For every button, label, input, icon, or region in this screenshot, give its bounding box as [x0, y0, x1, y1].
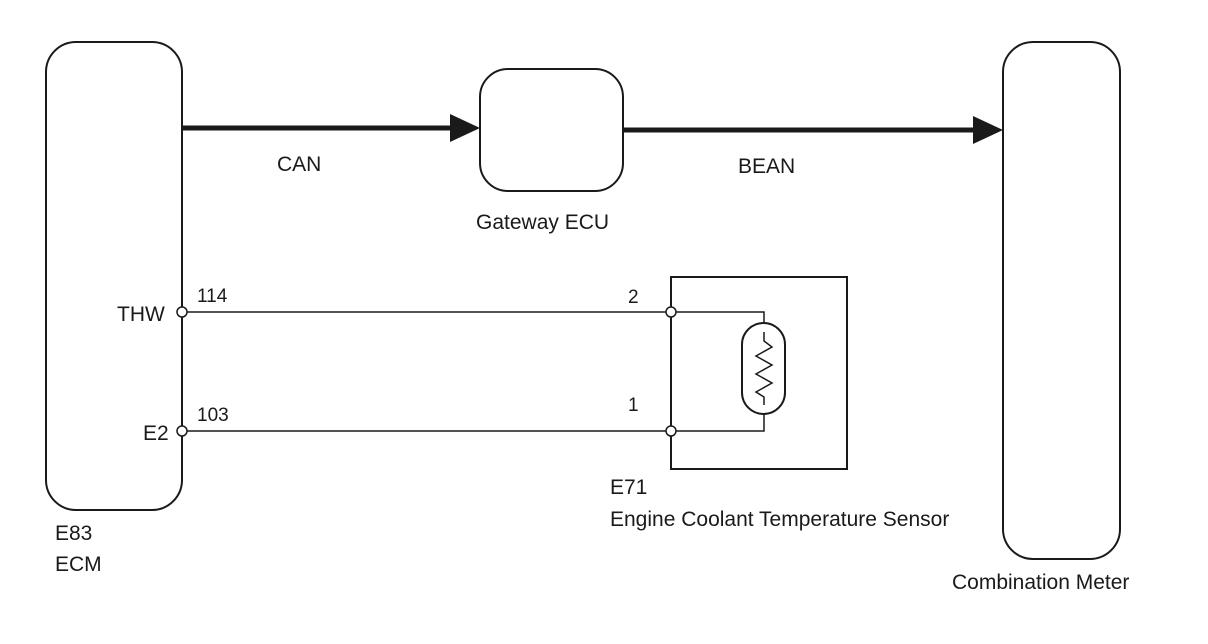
thermistor-resistor-icon	[754, 332, 774, 405]
combination-meter-label: Combination Meter	[952, 571, 1129, 594]
can-arrowhead-icon	[450, 114, 480, 142]
thw-terminal-icon	[176, 306, 188, 318]
gateway-ecu-box	[479, 68, 624, 192]
sensor-internal-wire-bottom	[676, 413, 765, 432]
sensor-connector-label: E71	[610, 476, 647, 499]
sensor-pin-2-terminal-icon	[665, 306, 677, 318]
gateway-ecu-label: Gateway ECU	[476, 211, 609, 234]
thw-terminal-label: THW	[117, 303, 165, 326]
sensor-pin-1-terminal-icon	[665, 425, 677, 437]
ecm-name-label: ECM	[55, 553, 102, 576]
e2-terminal-label: E2	[143, 422, 169, 445]
bean-label: BEAN	[738, 155, 795, 178]
sensor-name-label: Engine Coolant Temperature Sensor	[610, 508, 949, 531]
sensor-pin-2-label: 2	[628, 287, 639, 308]
can-label: CAN	[277, 153, 321, 176]
sensor-internal-wire-top	[676, 311, 765, 323]
combination-meter-box	[1002, 41, 1121, 560]
ecm-connector-label: E83	[55, 522, 92, 545]
thw-pin-number: 114	[197, 286, 228, 307]
sensor-box	[670, 276, 848, 470]
ecm-box	[45, 41, 183, 511]
e2-terminal-icon	[176, 425, 188, 437]
e2-pin-number: 103	[197, 405, 229, 426]
thermistor-body	[741, 322, 786, 415]
bean-arrowhead-icon	[973, 116, 1003, 144]
sensor-pin-1-label: 1	[628, 395, 639, 416]
